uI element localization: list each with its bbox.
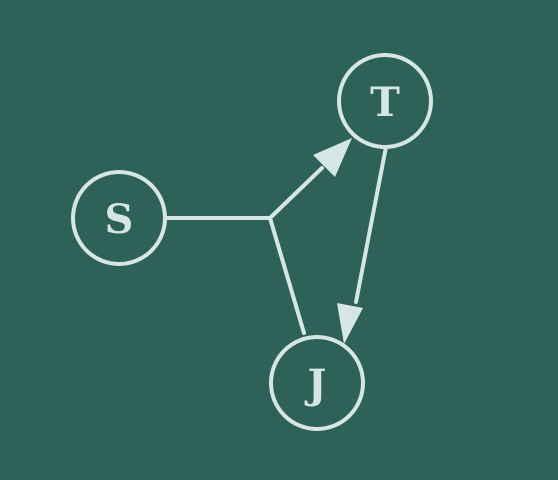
edge-junction-to-t — [268, 166, 324, 220]
edge-t-to-j — [354, 145, 388, 304]
node-t-circle — [337, 53, 433, 149]
node-j[interactable]: J — [269, 335, 365, 431]
node-j-circle — [269, 335, 365, 431]
edge-junction-to-j — [268, 216, 306, 335]
node-t-label: T — [370, 79, 400, 126]
node-j-label: J — [305, 361, 327, 408]
node-s[interactable]: S — [71, 170, 167, 266]
edges — [165, 138, 388, 344]
node-t[interactable]: T — [337, 53, 433, 149]
arrowhead-to-t — [313, 138, 352, 177]
arrowhead-to-j — [337, 303, 363, 344]
node-s-label: S — [105, 196, 134, 243]
node-s-circle — [71, 170, 167, 266]
